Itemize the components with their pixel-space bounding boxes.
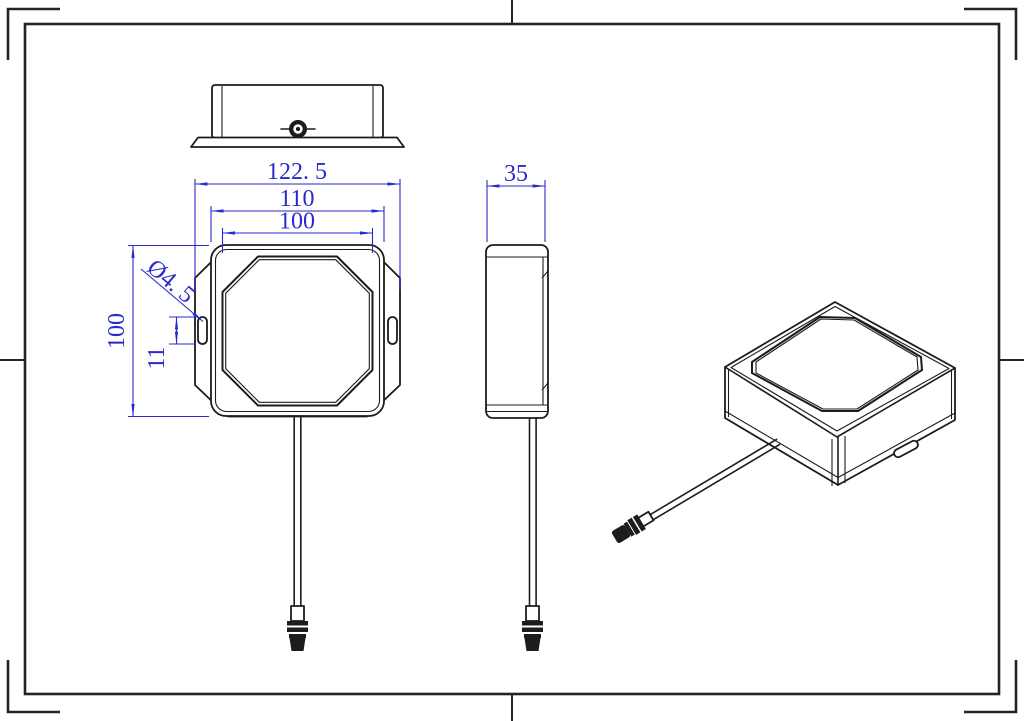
connector-stub: [525, 605, 540, 622]
dim-body-width: 110: [210, 186, 385, 242]
dimension-text-slot-length: 11: [144, 346, 170, 369]
side-view-sma-connector: [522, 605, 543, 651]
connector-stub: [290, 605, 305, 622]
dimension-text-body-height: 100: [104, 313, 130, 349]
side-view: [485, 244, 549, 651]
iso-top-face-octagon-inner: [755, 318, 919, 410]
front-view-body: [210, 244, 385, 417]
frame-corner-mark-bottom-left: [6, 660, 60, 714]
iso-top-rim-inner: [730, 305, 950, 432]
dim-depth: 35: [486, 161, 546, 242]
dimension-text-body-width: 110: [279, 186, 314, 212]
side-view-cable: [528, 417, 537, 607]
connector-band: [632, 514, 646, 532]
dimension-text-hole-diameter: Ø4. 5: [142, 255, 200, 309]
frame-corner-mark-top-left: [6, 7, 60, 60]
side-view-notch-top: [541, 270, 549, 279]
iso-silhouette: [724, 301, 956, 486]
iso-slot-outline: [893, 439, 919, 459]
side-view-notch-bottom: [541, 382, 549, 391]
connector-plug: [611, 525, 631, 543]
connector-plug: [289, 638, 306, 651]
top-view-connector-pin: [295, 126, 301, 132]
frame-corner-mark-top-right: [964, 7, 1018, 60]
cable-edge: [649, 438, 778, 516]
connector-band: [287, 627, 308, 632]
connector-band: [522, 621, 543, 626]
connector-band: [627, 517, 641, 535]
connector-collar: [289, 634, 306, 638]
iso-cable: [649, 438, 781, 521]
connector-collar: [623, 521, 635, 537]
dimension-text-top-face-width: 100: [279, 209, 315, 235]
connector-collar: [524, 634, 541, 638]
dim-slot-length: 11: [144, 316, 196, 370]
dim-top-face-width: 100: [221, 209, 374, 253]
dimension-text-plate-width: 122. 5: [267, 159, 327, 185]
frame-corner-mark-bottom-right: [964, 660, 1018, 714]
connector-plug: [524, 638, 541, 651]
front-view-top-face-octagon: [221, 255, 374, 407]
cable-edge: [652, 443, 781, 521]
dim-hole-diameter-leader: Ø4. 5: [140, 255, 204, 322]
front-view-top-face-octagon-inner: [225, 259, 370, 403]
front-view: [194, 244, 401, 651]
top-view: [190, 84, 405, 148]
connector-band: [287, 621, 308, 626]
connector-band: [522, 627, 543, 632]
iso-sma-connector: [611, 510, 655, 543]
front-view-sma-connector: [287, 605, 308, 651]
front-view-body-inner-edge: [214, 248, 381, 413]
side-view-body: [485, 244, 549, 419]
iso-bottom-seam: [724, 410, 956, 479]
iso-slot: [893, 439, 919, 459]
iso-top-face-octagon: [751, 316, 923, 412]
iso-top-front-edges: [724, 366, 956, 438]
front-view-cable: [293, 415, 302, 607]
front-view-slot-right: [387, 316, 398, 345]
top-view-mounting-flange: [190, 136, 405, 148]
dim-plate-width: 122. 5: [194, 159, 401, 291]
isometric-view: [611, 301, 956, 543]
leader-line: [140, 268, 204, 322]
dimension-text-depth: 35: [504, 161, 528, 187]
dim-body-height: 100: [104, 244, 209, 418]
